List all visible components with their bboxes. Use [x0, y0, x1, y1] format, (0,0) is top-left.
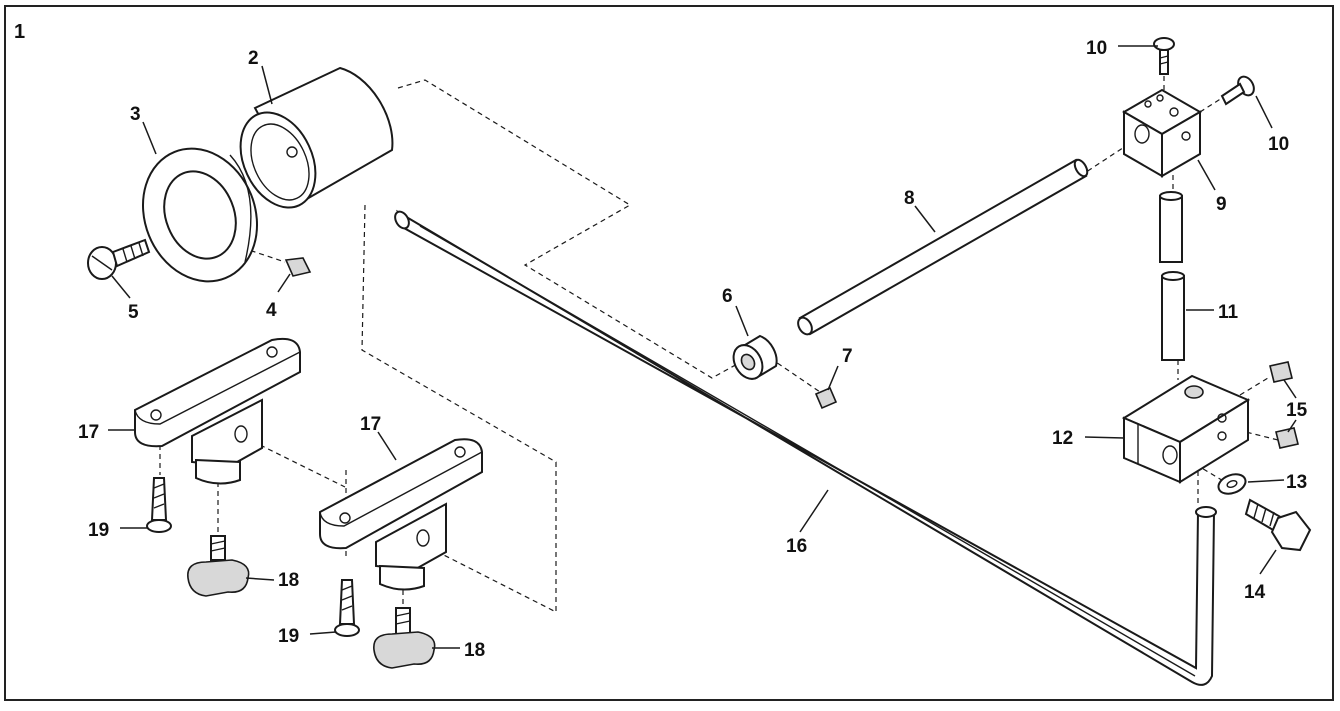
part-thumb-screw: [87, 238, 151, 280]
label-part-18-right: 18: [464, 640, 485, 661]
diagram-frame: [4, 5, 1334, 701]
part-bent-rod: [394, 209, 1217, 686]
part-labels: 2 3 4 5 6 7 8 9 10 10 11 12 13 14 15 16 …: [78, 38, 1308, 661]
part-collar-6: [732, 334, 778, 380]
label-part-7: 7: [842, 346, 853, 367]
part-sleeve: [239, 66, 394, 209]
part-set-screw-7: [814, 386, 838, 410]
label-part-14: 14: [1244, 582, 1266, 603]
label-part-17-left: 17: [78, 422, 99, 443]
label-part-6: 6: [722, 286, 733, 307]
label-part-8: 8: [904, 188, 915, 209]
part-set-screw-15a: [1269, 361, 1293, 383]
part-clamp-block: [1121, 374, 1251, 484]
part-wood-screw-right: [334, 579, 360, 637]
part-hex-bolt: [1244, 498, 1312, 552]
label-part-10-side: 10: [1268, 134, 1289, 155]
figure-number: 1: [14, 21, 25, 43]
part-star-knob-left: [187, 535, 250, 597]
label-part-10-top: 10: [1086, 38, 1107, 59]
part-screw-10-top: [1153, 37, 1175, 75]
part-bracket-right: [319, 438, 483, 591]
part-block-9: [1122, 88, 1202, 178]
label-part-12: 12: [1052, 428, 1073, 449]
part-bracket-left: [134, 337, 301, 485]
part-collar-ring: [141, 147, 259, 283]
part-pin-lower: [1161, 271, 1185, 361]
part-pin-upper: [1159, 191, 1183, 263]
label-part-2: 2: [248, 48, 259, 69]
part-rod-8: [797, 158, 1089, 336]
label-part-9: 9: [1216, 194, 1227, 215]
label-part-18-left: 18: [278, 570, 299, 591]
part-set-screw-15b: [1275, 427, 1299, 449]
part-screw-10-side: [1220, 75, 1255, 106]
label-part-17-right: 17: [360, 414, 381, 435]
label-part-19-right: 19: [278, 626, 299, 647]
label-part-4: 4: [266, 300, 277, 321]
leader-lines: [108, 45, 1297, 649]
label-part-11: 11: [1218, 302, 1239, 323]
part-set-screw-4: [284, 257, 312, 277]
label-part-19-left: 19: [88, 520, 109, 541]
label-part-16: 16: [786, 536, 807, 557]
part-star-knob-right: [373, 607, 436, 669]
label-part-13: 13: [1286, 472, 1307, 493]
part-wood-screw-left: [146, 477, 172, 533]
label-part-3: 3: [130, 104, 141, 125]
part-washer: [1217, 473, 1247, 495]
label-part-15: 15: [1286, 400, 1308, 421]
label-part-5: 5: [128, 302, 139, 323]
